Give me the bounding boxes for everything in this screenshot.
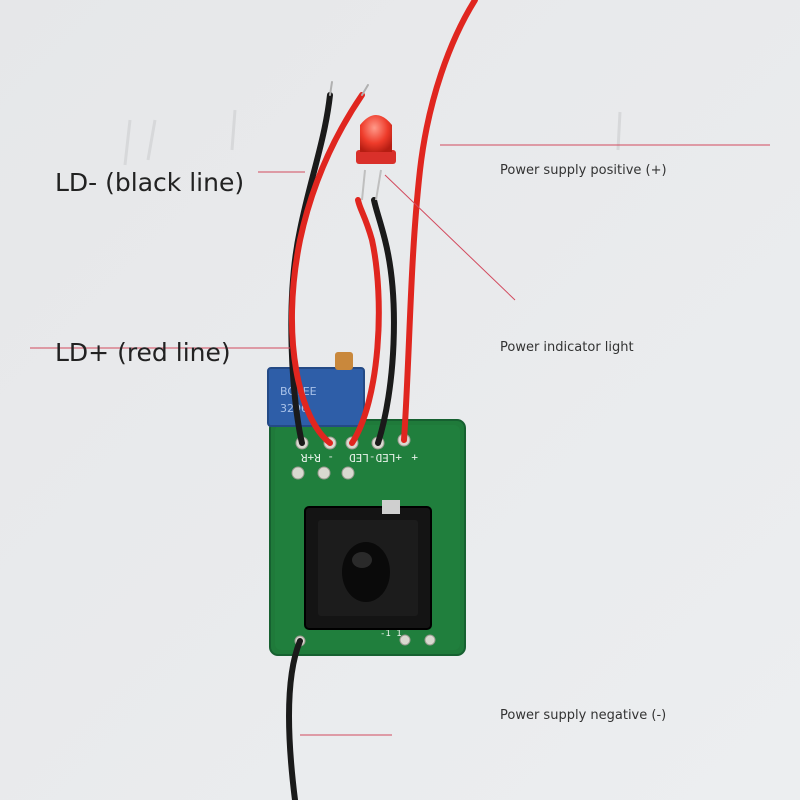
black-power-negative-wire: [286, 638, 303, 800]
wires: [286, 0, 478, 800]
red-led: [356, 115, 396, 201]
silkscreen-right: +: [411, 451, 418, 464]
supply-positive-label: Power supply positive (+): [500, 163, 667, 178]
ld-plus-label: LD+ (red line): [55, 338, 231, 367]
black-led-wire: [371, 197, 397, 446]
silkscreen: - R+R +LED-LED + -1 1: [301, 451, 418, 639]
red-led-wire: [349, 197, 382, 446]
red-ld-plus-wire: [288, 92, 365, 446]
ld-minus-label: LD- (black line): [55, 168, 245, 197]
bottom-marks: -1 1: [380, 629, 402, 639]
leader-lines: [30, 144, 770, 736]
paper-marks: [123, 109, 622, 166]
supply-negative-label: Power supply negative (-): [500, 708, 667, 723]
leader-indicator: [384, 174, 516, 301]
red-power-wire: [401, 0, 478, 443]
silkscreen-left: - R+R: [301, 451, 334, 464]
silkscreen-mid: +LED-LED: [349, 451, 402, 464]
indicator-label: Power indicator light: [500, 340, 634, 355]
push-switch: [304, 500, 432, 630]
